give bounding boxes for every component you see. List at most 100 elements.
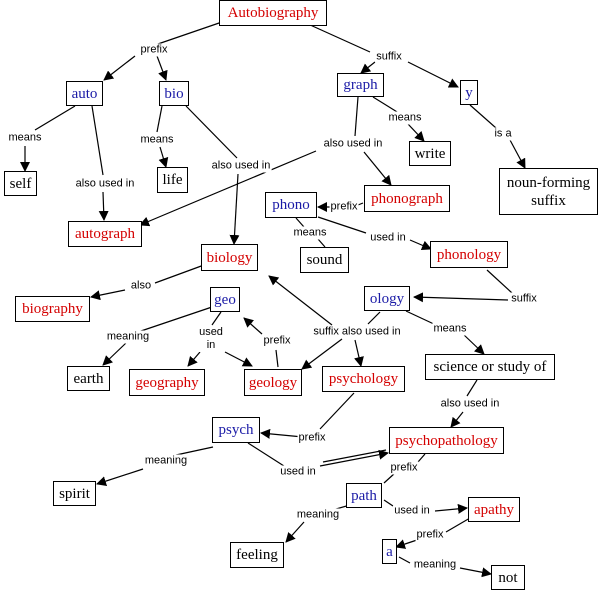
link-geo-used-in xyxy=(211,311,222,326)
node-sound: sound xyxy=(300,247,349,273)
link-meaning-feeling xyxy=(285,521,305,543)
node-biography: biography xyxy=(15,296,90,322)
label-prefix-apathy: prefix xyxy=(415,528,445,542)
link-auto-means xyxy=(34,105,76,131)
label-means-graph: means xyxy=(387,111,423,125)
link-psych-used-in xyxy=(247,442,285,467)
link-auto-also-used-in xyxy=(91,105,104,176)
node-y: y xyxy=(460,80,478,105)
label-also-used-in-science: also used in xyxy=(439,397,501,411)
node-earth: earth xyxy=(67,366,110,391)
node-biology: biology xyxy=(201,244,258,271)
link-suffix-graph xyxy=(360,61,376,74)
node-autobiography: Autobiography xyxy=(219,0,327,26)
node-write: write xyxy=(409,141,451,166)
label-meaning-geo: meaning xyxy=(105,330,151,344)
link-apathy-prefix xyxy=(445,517,471,533)
label-prefix-phono: prefix xyxy=(329,200,359,214)
link-also-used-in-psychopathology xyxy=(450,411,464,428)
node-feeling: feeling xyxy=(230,542,284,568)
node-graph: graph xyxy=(337,73,384,97)
link-autobiography-prefix xyxy=(154,21,223,46)
link-psych-meaning xyxy=(175,446,214,456)
label-meaning-psych: meaning xyxy=(143,454,189,468)
link-used-in-psychopathology-2 xyxy=(322,449,387,463)
link-psychology-prefix xyxy=(319,392,355,430)
label-is-a: is a xyxy=(493,127,513,141)
link-ology-means xyxy=(405,310,437,326)
link-suffix-also-geology xyxy=(301,338,343,370)
link-ology-suffix-also xyxy=(367,311,381,325)
node-apathy: apathy xyxy=(468,497,520,522)
node-phonology: phonology xyxy=(430,241,508,268)
node-geo: geo xyxy=(210,287,240,312)
link-prefix-auto xyxy=(103,55,136,81)
link-suffix-also-psychology xyxy=(354,339,364,367)
node-path: path xyxy=(346,483,382,508)
link-meaning-spirit xyxy=(96,468,144,486)
link-geology-prefix xyxy=(275,349,279,368)
link-phonology-suffix xyxy=(486,269,513,294)
node-self: self xyxy=(4,171,37,196)
link-bio-means xyxy=(156,105,163,133)
link-psychopathology-prefix xyxy=(417,453,426,463)
link-biology-also xyxy=(154,264,205,284)
node-noun-forming-suffix: noun-forming suffix xyxy=(499,168,598,215)
node-psychopathology: psychopathology xyxy=(389,427,504,454)
link-science-also-used-in xyxy=(466,379,478,397)
link-means-science xyxy=(462,333,485,355)
link-also-used-in-phonograph xyxy=(363,151,392,186)
link-used-in-psychopathology xyxy=(319,449,389,467)
link-used-in-geography xyxy=(187,351,201,367)
node-science-or-study-of: science or study of xyxy=(425,354,555,380)
node-geology: geology xyxy=(244,369,302,396)
label-used-in-phono: used in xyxy=(369,231,407,245)
node-geography: geography xyxy=(129,369,205,396)
label-also-used-in-bio: also used in xyxy=(210,159,272,173)
link-also-used-in-autograph-2 xyxy=(139,150,317,227)
link-geo-meaning xyxy=(137,306,213,333)
label-meaning-a: meaning xyxy=(412,558,458,572)
node-life: life xyxy=(157,167,188,193)
link-path-used-in xyxy=(383,499,394,507)
link-meaning-earth xyxy=(102,342,127,366)
label-also-used-in-auto: also used in xyxy=(74,177,136,191)
link-y-is-a xyxy=(469,104,497,129)
link-used-in-geology xyxy=(224,351,253,367)
label-prefix-top: prefix xyxy=(139,43,169,57)
node-not: not xyxy=(491,565,525,590)
node-psych: psych xyxy=(212,417,260,443)
link-autobiography-suffix xyxy=(307,23,371,53)
link-suffix-y xyxy=(407,61,459,88)
label-prefix-psychology: prefix xyxy=(297,431,327,445)
link-prefix-bio xyxy=(156,55,168,81)
link-suffix-also-biology xyxy=(268,275,333,326)
link-is-a-noun-forming xyxy=(509,139,526,169)
link-also-used-in-autograph xyxy=(98,191,109,221)
link-suffix-ology xyxy=(413,292,509,303)
link-bio-also-used-in xyxy=(185,105,238,159)
node-spirit: spirit xyxy=(53,481,96,506)
label-used-in-geo: used in xyxy=(198,326,224,352)
node-autograph: autograph xyxy=(68,221,142,247)
link-means-life xyxy=(158,146,169,168)
link-prefix-psych xyxy=(260,428,304,439)
link-used-in-apathy xyxy=(434,503,468,514)
link-phono-means xyxy=(295,217,305,228)
node-a: a xyxy=(382,539,397,564)
link-graph-also-used-in xyxy=(354,96,359,137)
link-means-write xyxy=(407,123,425,142)
link-also-biography xyxy=(90,289,126,301)
label-suffix-also-used-in: suffix also used in xyxy=(312,325,402,339)
label-suffix-phonology: suffix xyxy=(510,292,538,306)
label-means-phono: means xyxy=(292,226,328,240)
link-a-meaning xyxy=(398,556,411,564)
label-means-auto: means xyxy=(7,131,43,145)
label-also-biology: also xyxy=(129,279,153,293)
link-also-used-in-biology xyxy=(229,173,240,245)
label-meaning-path: meaning xyxy=(295,508,341,522)
label-means-ology: means xyxy=(432,322,468,336)
label-means-bio: means xyxy=(139,133,175,147)
label-used-in-psych: used in xyxy=(279,465,317,479)
